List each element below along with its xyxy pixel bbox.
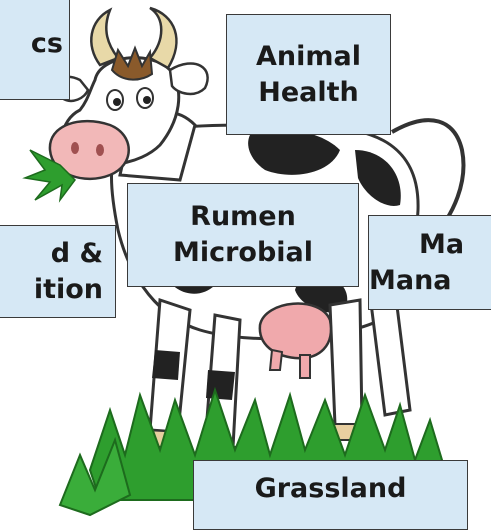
cow-leg bbox=[330, 300, 362, 425]
udder-teat bbox=[270, 350, 282, 370]
management-label-line-1: Ma bbox=[369, 227, 464, 263]
cow-nostril bbox=[96, 144, 104, 156]
cow-horn bbox=[150, 8, 176, 68]
grassland-label-line: Grassland bbox=[194, 471, 467, 507]
feed-nutrition-label-line-1: d & bbox=[51, 236, 115, 272]
management-label-line-2: Mana bbox=[369, 263, 452, 299]
animal-health-label-line-1: Animal bbox=[227, 39, 390, 75]
cow-nostril bbox=[71, 142, 79, 154]
animal-health-label-line-2: Health bbox=[227, 75, 390, 111]
cow-horn bbox=[91, 10, 118, 65]
rumen-microbial-label-line-1: Rumen bbox=[128, 199, 358, 235]
hair-tuft bbox=[112, 48, 152, 80]
management-label-box: Ma Mana bbox=[368, 215, 491, 310]
udder-teat bbox=[300, 355, 310, 378]
cow-udder bbox=[260, 304, 331, 359]
genetics-label-line: cs bbox=[0, 26, 69, 62]
feed-nutrition-label-line-2: ition bbox=[34, 272, 115, 308]
animal-health-label-box: Animal Health bbox=[226, 14, 391, 135]
leg-spot bbox=[206, 370, 235, 400]
cow-pupil bbox=[113, 98, 121, 106]
cow-pupil bbox=[143, 96, 151, 104]
feed-nutrition-label-box: d & ition bbox=[0, 225, 116, 318]
genetics-label-box: cs bbox=[0, 0, 70, 100]
leg-spot bbox=[152, 350, 180, 380]
grassland-label-box: Grassland bbox=[193, 460, 468, 530]
rumen-microbial-label-line-2: Microbial bbox=[128, 235, 358, 271]
cow-ear bbox=[170, 63, 208, 93]
rumen-microbial-label-box: Rumen Microbial bbox=[127, 183, 359, 287]
